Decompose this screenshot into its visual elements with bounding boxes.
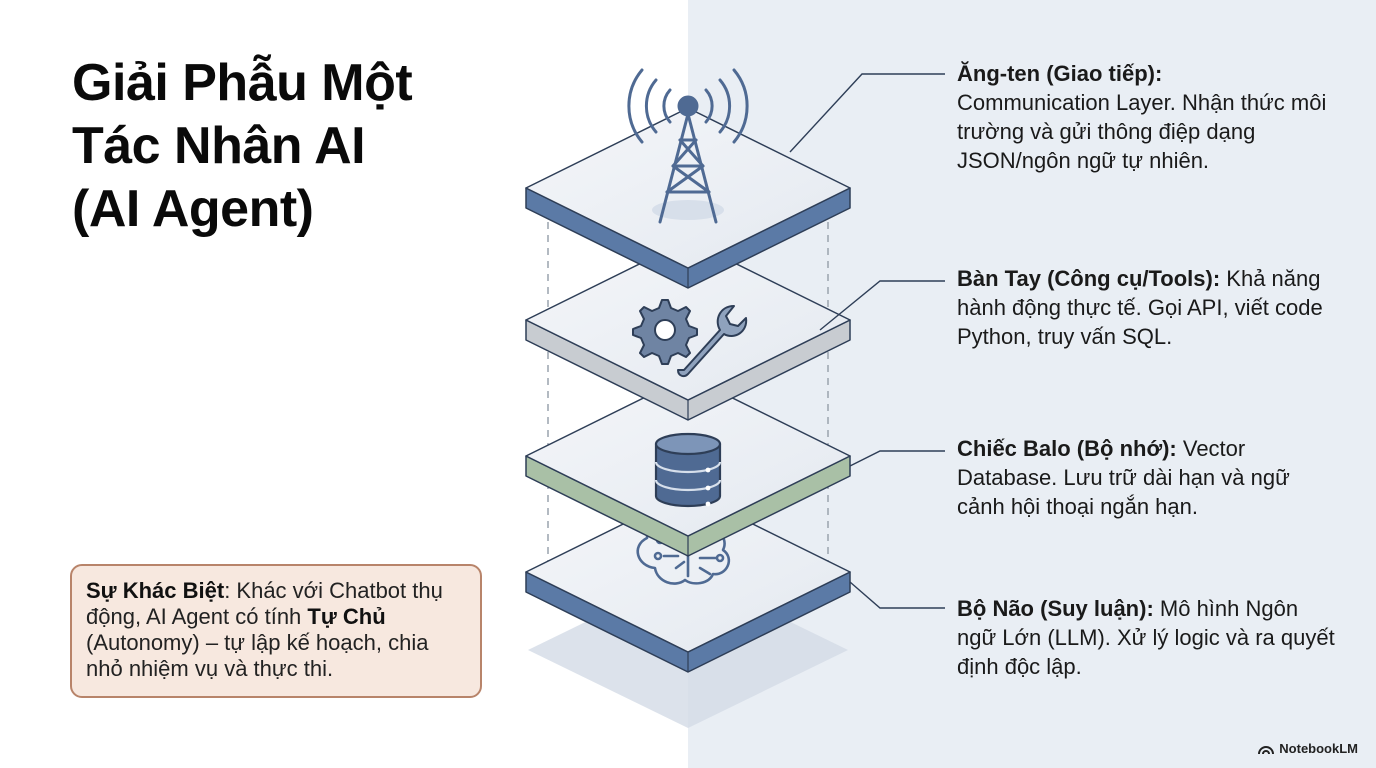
notebooklm-logo-icon [1258,745,1275,754]
callout-bold-term: Tự Chủ [307,604,386,629]
layer-antenna-plate [525,107,851,289]
title-line-1: Giải Phẫu Một [72,54,413,112]
leader-line-memory [849,450,945,467]
label-memory: Chiếc Balo (Bộ nhớ): Vector Database. Lư… [957,434,1337,521]
leader-line-antenna [789,73,945,153]
callout-text-a: : Khác với Chatbot thụ động, AI Agent có… [86,578,443,629]
callout-term: Sự Khác Biệt [86,578,225,603]
leader-lines [789,73,945,609]
database-icon [654,432,722,508]
label-brain-reasoning: Bộ Não (Suy luận): Mô hình Ngôn ngữ Lớn … [957,594,1337,681]
label-memory-heading: Chiếc Balo (Bộ nhớ): [957,436,1177,461]
label-antenna-description: Communication Layer. Nhận thức môi trườn… [957,90,1327,173]
brand-label: NotebookLM [1279,741,1358,756]
label-antenna-communication: Ăng-ten (Giao tiếp): Communication Layer… [957,59,1337,175]
brand-badge: NotebookLM [1258,741,1358,756]
layer-tools-plate [525,239,851,421]
label-antenna-heading: Ăng-ten (Giao tiếp): [957,61,1163,86]
callout-text-c: (Autonomy) – tự lập kế hoạch, chia nhỏ n… [86,630,429,681]
title-line-3: (AI Agent) [72,180,314,238]
label-tools-description: Khả năng hành động thực tế. Gọi API, viế… [957,266,1323,349]
gear-wrench-icon [632,299,748,378]
label-brain-description: Mô hình Ngôn ngữ Lớn (LLM). Xử lý logic … [957,596,1335,679]
label-memory-description: Vector Database. Lưu trữ dài hạn và ngữ … [957,436,1290,519]
title-line-2: Tác Nhân AI [72,117,366,175]
label-tools-heading: Bàn Tay (Công cụ/Tools): [957,266,1221,291]
antenna-tower-icon [627,68,749,224]
label-tools: Bàn Tay (Công cụ/Tools): Khả năng hành đ… [957,264,1337,351]
label-brain-heading: Bộ Não (Suy luận): [957,596,1154,621]
leader-line-brain [849,581,945,609]
page-title: Giải Phẫu Một Tác Nhân AI (AI Agent) [72,52,492,241]
leader-line-tools [819,280,945,331]
difference-callout-box: Sự Khác Biệt: Khác với Chatbot thụ động,… [70,564,482,698]
